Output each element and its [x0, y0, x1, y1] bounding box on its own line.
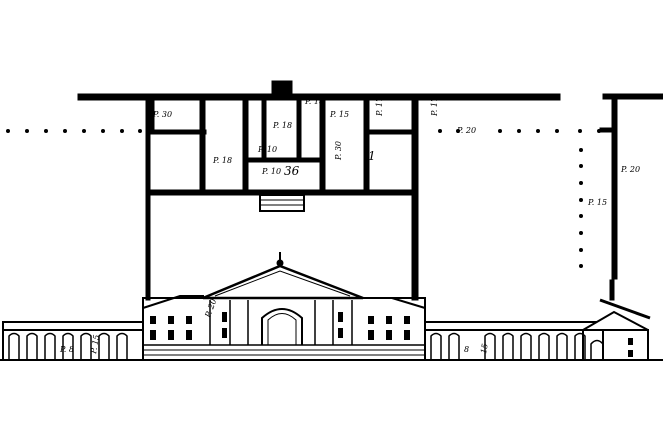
label-room: P. 20: [620, 165, 640, 174]
label-room: P. 18: [272, 121, 292, 130]
label-room: P. 18: [212, 156, 232, 165]
label-room: P. 15: [329, 110, 349, 119]
label-room: P. 30: [152, 110, 172, 119]
label-room: P. 20: [456, 126, 476, 135]
label-dimension: 8: [464, 345, 469, 354]
label-room: P. 15: [587, 198, 607, 207]
label-dimension: P. 8: [59, 345, 74, 354]
label-dimension: 15: [479, 343, 490, 355]
label-room: P. 30: [334, 141, 343, 161]
plan-labels: P. 30 P. 18 P. 15 P. 17 P. 17 P. 18 P. 1…: [152, 96, 640, 207]
front-elevation: [0, 252, 663, 361]
label-dimension: P. 15: [89, 334, 101, 355]
label-room: P. 10: [261, 167, 281, 176]
label-room: 1: [368, 149, 376, 163]
label-room: P. 18: [304, 97, 324, 106]
dotted-colonnade-right: [438, 129, 601, 133]
floor-plan: [6, 80, 663, 320]
label-room: P. 10: [257, 145, 277, 154]
label-room: P. 17: [430, 96, 439, 117]
dotted-colonnade-left: [6, 129, 142, 133]
label-dimension: P. 20: [203, 298, 218, 320]
label-room: P. 17: [375, 96, 384, 117]
dotted-colonnade-vertical: [579, 148, 583, 268]
label-room: 36: [284, 164, 300, 178]
